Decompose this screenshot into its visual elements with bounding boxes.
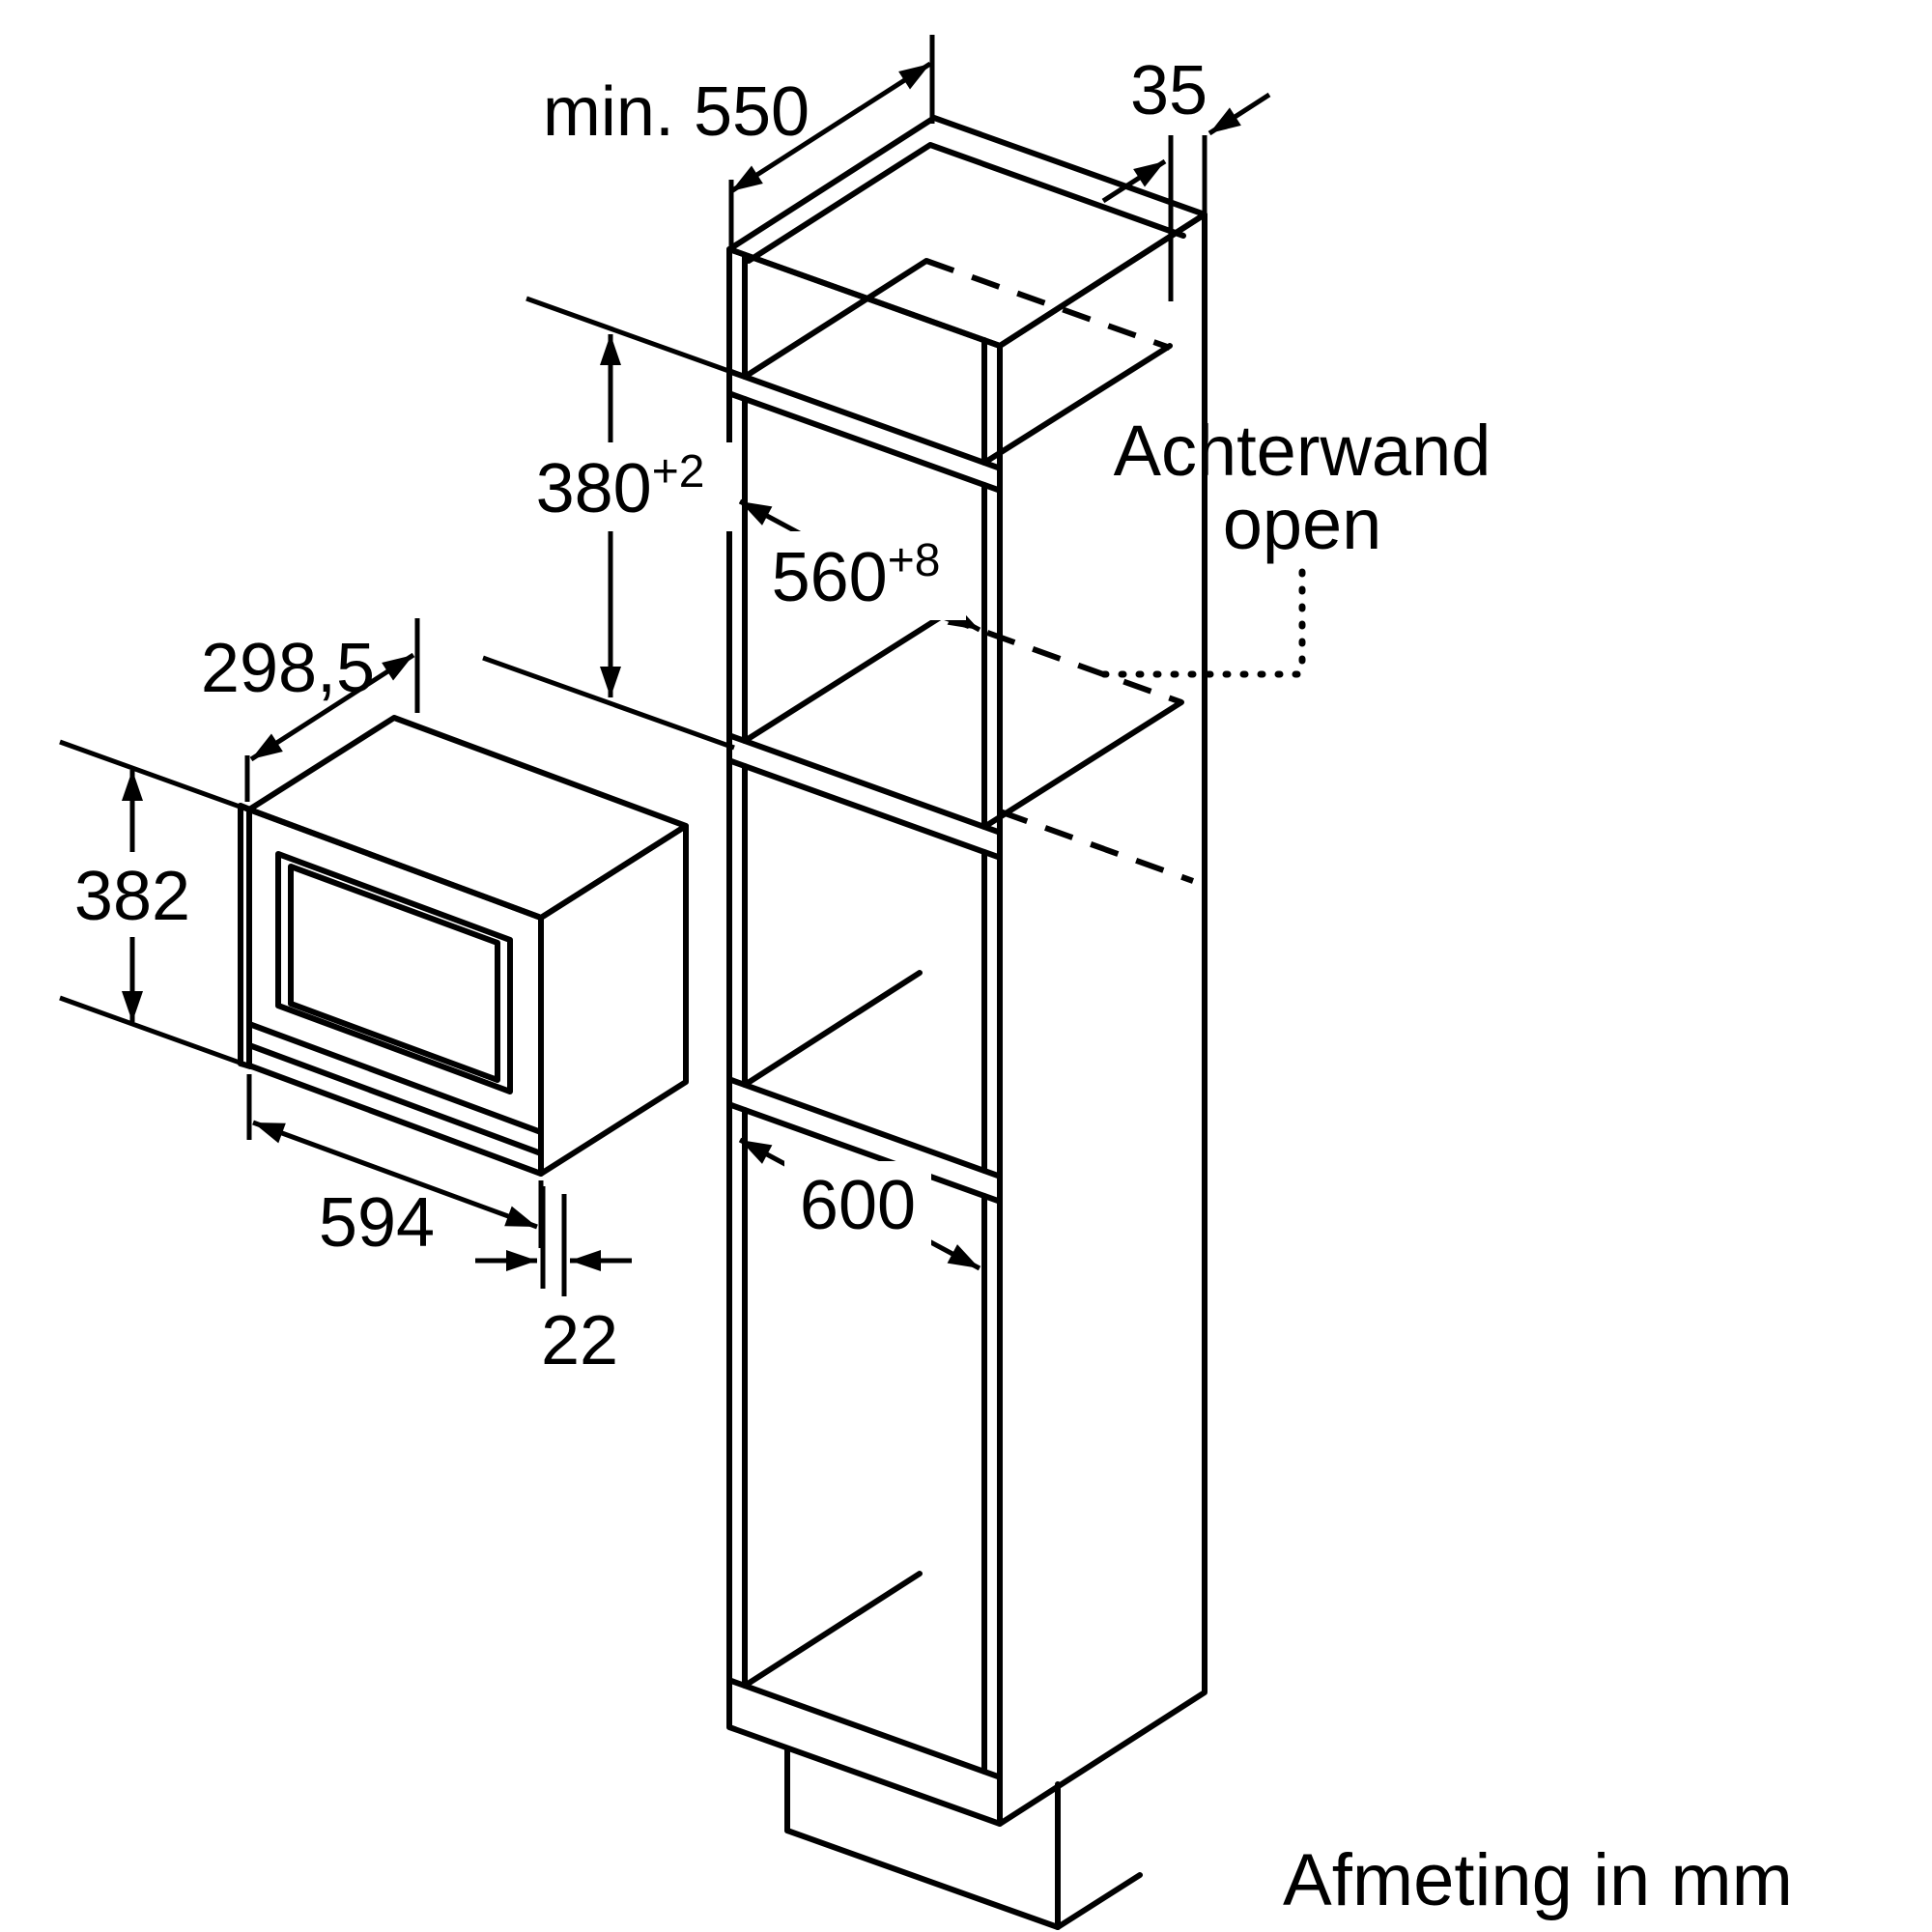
- microwave-front-face: [246, 807, 544, 1177]
- dim-appliance-width-label: 594: [319, 1184, 435, 1262]
- dim-appliance-depth-label: 298,5: [201, 630, 375, 707]
- microwave-side-face: [538, 823, 689, 1177]
- dim-niche-width-label: 560+8: [772, 535, 941, 616]
- dim-appliance-width: 594: [246, 1074, 544, 1262]
- dim-frame-overhang-label: 22: [541, 1302, 618, 1379]
- dim-niche-height: 380+2: [482, 296, 736, 751]
- dim-rear-gap: 35: [1101, 52, 1271, 301]
- dim-appliance-height-label: 382: [74, 858, 190, 935]
- back-panel-note-line2: open: [1223, 484, 1382, 564]
- back-panel-note-line1: Achterwand: [1114, 411, 1492, 491]
- dim-niche-height-label: 380+2: [536, 446, 705, 527]
- dim-niche-width: 560+8: [738, 498, 981, 633]
- dim-lower-niche-width-label: 600: [800, 1167, 916, 1244]
- microwave-oven: [238, 715, 689, 1177]
- back-panel-note-leader: [1088, 568, 1306, 678]
- dim-appliance-depth: 298,5: [201, 618, 420, 802]
- back-panel-note: Achterwand open: [1088, 411, 1492, 678]
- microwave-door-window: [275, 851, 513, 1094]
- open-back-dashed-edges: [924, 258, 1195, 884]
- cabinet-top-rim: [746, 142, 1186, 264]
- cabinet-front-face: [726, 246, 1003, 1827]
- tall-cabinet: [726, 115, 1208, 1930]
- dim-cabinet-depth-label: min. 550: [543, 73, 810, 151]
- dim-rear-gap-label: 35: [1130, 52, 1208, 129]
- units-label: Afmeting in mm: [1283, 1839, 1793, 1921]
- cabinet-side-face: [997, 212, 1208, 1827]
- dim-cabinet-depth: min. 550: [543, 35, 935, 246]
- cabinet-top-face: [726, 115, 1208, 349]
- dim-frame-overhang: 22: [475, 1186, 632, 1379]
- microwave-door-window-inner: [288, 864, 500, 1083]
- dim-lower-niche-width: 600: [738, 1137, 981, 1271]
- dim-appliance-height: 382: [59, 739, 254, 1070]
